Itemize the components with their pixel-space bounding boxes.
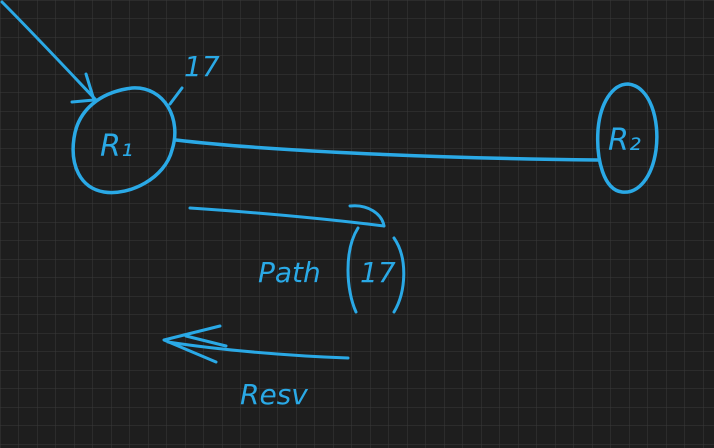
resv-label: Resv (240, 378, 308, 411)
resv-message-head (162, 324, 228, 364)
r1-label-17: 17 (184, 50, 220, 83)
router-r1-label: R₁ (100, 129, 133, 164)
router-r2-circle (595, 82, 659, 194)
link-r1-r2 (174, 138, 600, 162)
router-r2-label: R₂ (608, 123, 641, 158)
path-message-line (188, 206, 386, 228)
r1-tick-mark (168, 86, 184, 106)
router-r1-circle (71, 86, 177, 195)
path-value-open-paren (346, 226, 360, 314)
path-value-label: 17 (360, 256, 396, 289)
resv-message-line (166, 340, 350, 360)
incoming-arrow-line (0, 0, 98, 102)
path-value-close-paren (392, 236, 406, 314)
path-message-head (348, 204, 386, 228)
path-label: Path (258, 256, 321, 289)
incoming-arrow-head (70, 72, 96, 104)
